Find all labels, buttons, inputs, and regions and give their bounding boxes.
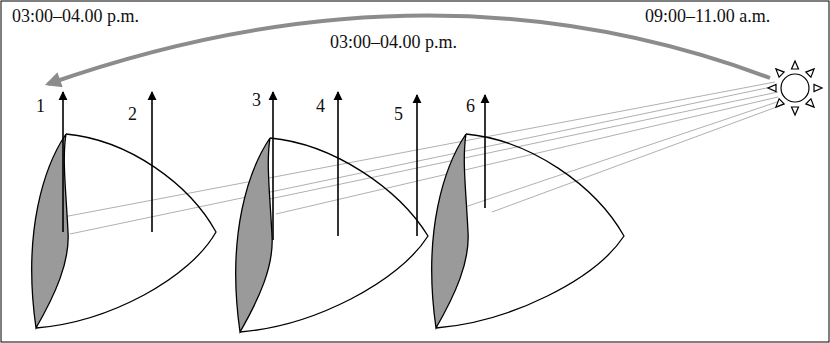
sun-symbol — [768, 61, 822, 115]
callout-number: 2 — [128, 104, 137, 124]
light-rays — [58, 82, 782, 234]
leaf-shape — [432, 134, 624, 328]
callout-number: 6 — [466, 96, 475, 116]
callout-number: 3 — [252, 90, 261, 110]
time-label: 03:00–04.00 p.m. — [12, 6, 139, 26]
time-label: 09:00–11.00 a.m. — [645, 6, 770, 26]
leaf-shape — [32, 134, 216, 328]
time-label: 03:00–04.00 p.m. — [330, 32, 457, 52]
callout-number: 5 — [394, 104, 403, 124]
callout-number: 1 — [36, 96, 45, 116]
vertical-arrows — [63, 92, 485, 240]
callout-number: 4 — [316, 96, 325, 116]
leaf-shape — [236, 138, 428, 332]
